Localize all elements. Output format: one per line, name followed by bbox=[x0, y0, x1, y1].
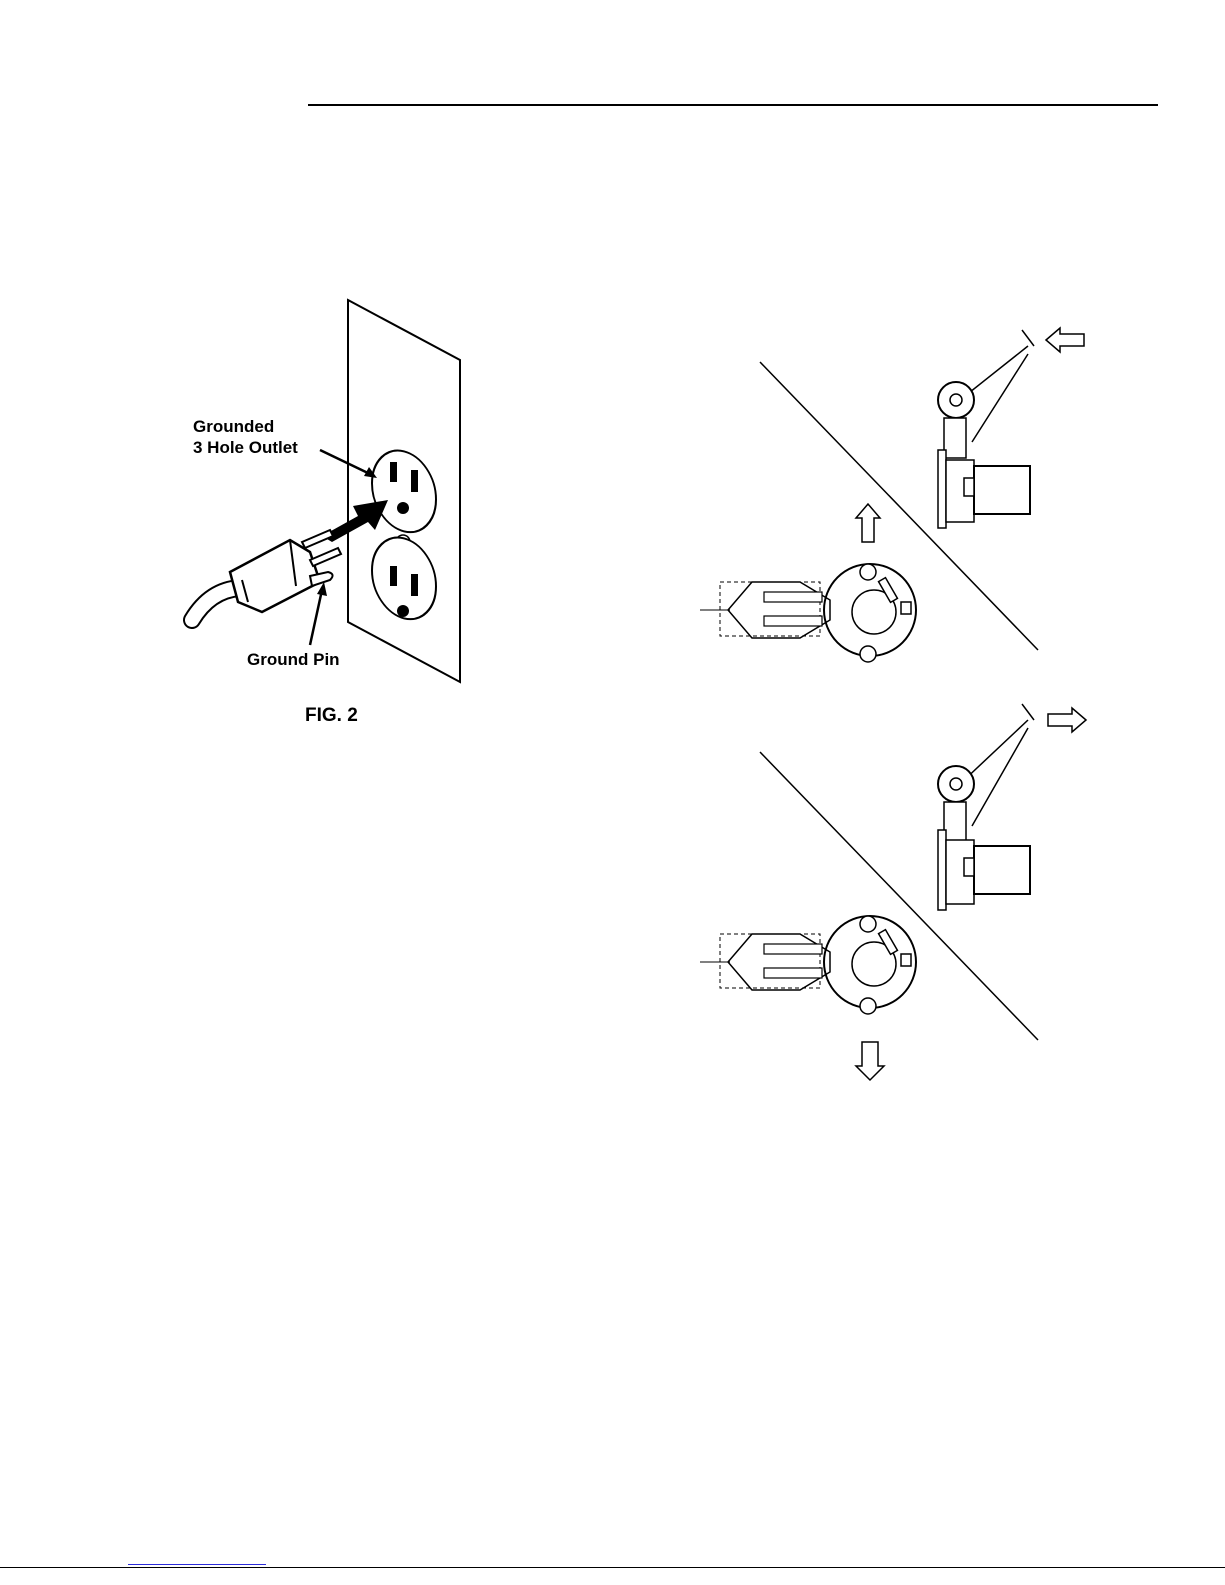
ground-pin-label: Ground Pin bbox=[247, 650, 340, 670]
plug-outlet-illustration bbox=[170, 290, 490, 690]
outlet-label-line2: 3 Hole Outlet bbox=[193, 438, 298, 458]
plug-body bbox=[230, 540, 320, 612]
figure-caption: FIG. 2 bbox=[305, 705, 358, 727]
arrow-right-icon bbox=[1048, 708, 1086, 732]
plug-prong-top bbox=[302, 530, 333, 548]
brush-plate bbox=[938, 830, 946, 910]
plug-prong-middle bbox=[310, 548, 341, 566]
arrow-down-icon bbox=[856, 1042, 884, 1080]
footer-rule bbox=[0, 1567, 1225, 1568]
lower-ground-hole bbox=[397, 605, 409, 617]
arrow-left-icon bbox=[1046, 328, 1084, 352]
motor bbox=[974, 846, 1030, 894]
upper-ground-hole bbox=[397, 502, 409, 514]
brush-plate bbox=[938, 450, 946, 528]
lower-slot-right bbox=[411, 574, 418, 596]
outlet-label-line1: Grounded bbox=[193, 417, 274, 437]
upper-slot-right bbox=[411, 470, 418, 492]
arrow-up-icon bbox=[856, 504, 880, 542]
motor bbox=[974, 466, 1030, 514]
lower-positioning-diagram bbox=[690, 690, 1110, 1090]
lower-slot-left bbox=[390, 566, 397, 586]
header-rule bbox=[308, 104, 1158, 106]
upper-slot-left bbox=[390, 462, 397, 482]
upper-positioning-diagram bbox=[690, 310, 1110, 680]
footer-link-underline[interactable] bbox=[128, 1564, 266, 1565]
